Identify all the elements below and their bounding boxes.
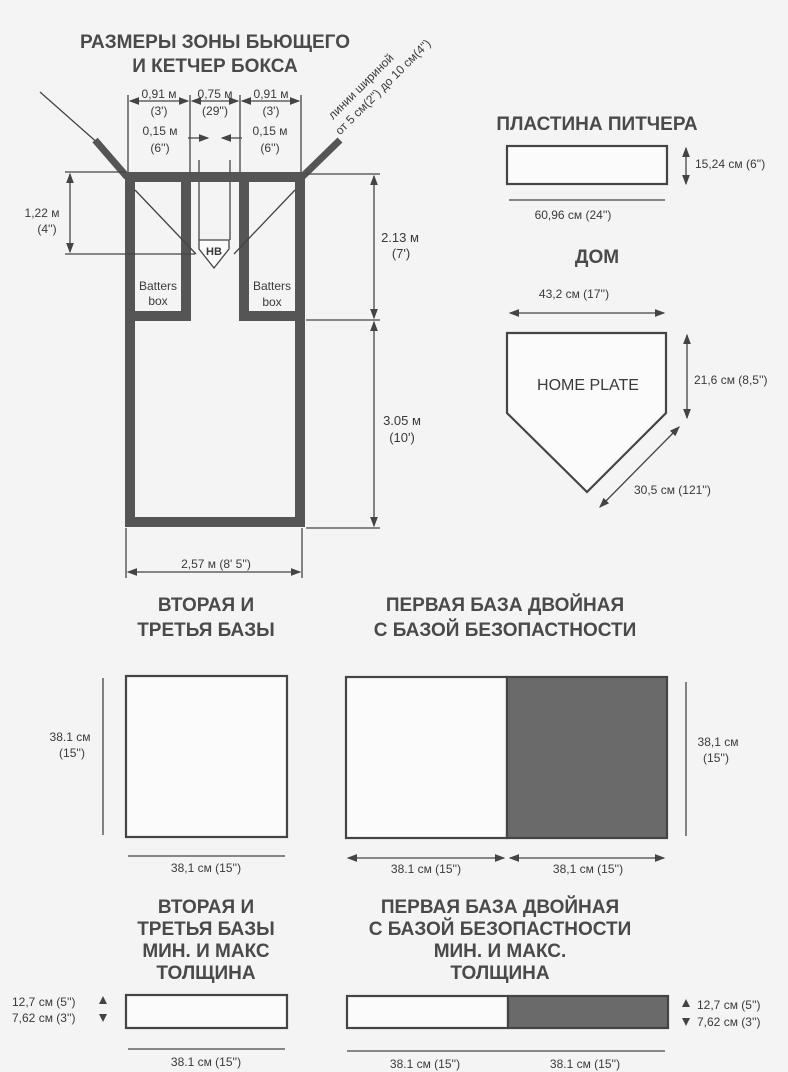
dim-label: 0,91 м — [142, 87, 177, 101]
catcher-box-outline — [125, 172, 305, 527]
dim-label: (4'') — [37, 222, 56, 236]
arrow-up-icon — [682, 999, 690, 1007]
foul-line-left-thick — [92, 137, 130, 180]
section-title: ПЕРВАЯ БАЗА ДВОЙНАЯ — [381, 896, 619, 918]
dim-label: 7,62 см (3'') — [697, 1015, 761, 1029]
home-plate-label: HOME PLATE — [537, 377, 639, 394]
dim-label: (3') — [151, 104, 168, 118]
dim-label: 38.1 см (15'') — [391, 862, 461, 876]
home-base-shape — [198, 239, 230, 270]
batter-catcher-box-section: РАЗМЕРЫ ЗОНЫ БЬЮЩЕГО И КЕТЧЕР БОКСА 0,91… — [25, 32, 434, 578]
dim-label: 60,96 см (24'') — [535, 208, 612, 222]
dim-label: 38.1 см — [50, 730, 91, 744]
batters-box-label: Batters — [139, 279, 177, 293]
section-title: ДОМ — [575, 247, 619, 268]
section-title: ТРЕТЬЯ БАЗЫ — [137, 919, 275, 940]
dim-label: 7,62 см (3'') — [12, 1011, 76, 1025]
batters-box-label: Batters — [253, 279, 291, 293]
dim-label: 3.05 м — [383, 413, 421, 428]
pitcher-plate-section: ПЛАСТИНА ПИТЧЕРА 15,24 см (6'') 60,96 см… — [496, 114, 765, 222]
first-base-thickness-section: ПЕРВАЯ БАЗА ДВОЙНАЯ С БАЗОЙ БЕЗОПАСТНОСТ… — [345, 896, 761, 1071]
dim-label: 21,6 см (8,5'') — [694, 373, 768, 387]
arrow-down-icon — [99, 1014, 107, 1022]
dim-label: 12,7 см (5'') — [697, 998, 761, 1012]
arrow-down-icon — [682, 1018, 690, 1026]
dim-label: 38,1 см (15'') — [553, 862, 623, 876]
dim-label: 38.1 см (15'') — [171, 1055, 241, 1069]
first-base-white — [344, 675, 509, 840]
home-plate-section: ДОМ 43,2 см (17'') HOME PLATE 21,6 см (8… — [505, 247, 768, 508]
dim-label: 2,57 м (8' 5'') — [181, 557, 251, 571]
first-base-thickness-white — [345, 994, 510, 1030]
dim-label: 2.13 м — [381, 230, 419, 245]
second-third-base-shape — [124, 674, 289, 839]
second-third-bases-section: ВТОРАЯ И ТРЕТЬЯ БАЗЫ 38.1 см (15'') 38,1… — [50, 595, 289, 875]
section-title: ТОЛЩИНА — [156, 963, 256, 984]
dim-label: (29'') — [202, 104, 228, 118]
dim-label: 38,1 см — [698, 735, 739, 749]
foul-line-right-thick — [299, 137, 343, 180]
dim-label: (7') — [392, 246, 410, 261]
batters-box-right — [239, 172, 300, 321]
first-base-safety — [505, 675, 669, 840]
foul-line-left — [39, 91, 101, 146]
batters-box-label: box — [148, 294, 167, 308]
section-title: МИН. И МАКС — [142, 941, 270, 962]
home-base-label: HB — [206, 246, 222, 258]
arrow-up-icon — [99, 996, 107, 1004]
section-title: И КЕТЧЕР БОКСА — [132, 56, 298, 77]
section-title: С БАЗОЙ БЕЗОПАСТНОСТИ — [374, 619, 637, 641]
dim-label: (15'') — [59, 746, 85, 760]
dim-label: 0,75 м — [198, 87, 233, 101]
dim-label: 0,15 м — [253, 124, 288, 138]
pitcher-plate-shape — [505, 144, 669, 186]
second-third-thickness-shape — [124, 993, 289, 1030]
section-title: ТРЕТЬЯ БАЗЫ — [137, 620, 275, 641]
batters-box-left — [130, 172, 191, 321]
dim-label: (3') — [263, 104, 280, 118]
dim-label: 38,1 см (15'') — [171, 861, 241, 875]
dim-label: 30,5 см (121'') — [634, 483, 711, 497]
batters-box-label: box — [262, 295, 281, 309]
section-title: РАЗМЕРЫ ЗОНЫ БЬЮЩЕГО — [80, 32, 350, 53]
dim-label: (6'') — [260, 141, 279, 155]
dim-label: 38.1 см (15'') — [550, 1057, 620, 1071]
dim-label: 15,24 см (6'') — [695, 157, 765, 171]
dim-label: 43,2 см (17'') — [539, 287, 609, 301]
dim-label: (6'') — [150, 141, 169, 155]
section-title: МИН. И МАКС. — [434, 941, 567, 962]
section-title: ПЕРВАЯ БАЗА ДВОЙНАЯ — [386, 594, 624, 616]
section-title: ПЛАСТИНА ПИТЧЕРА — [496, 114, 697, 135]
second-third-thickness-section: ВТОРАЯ И ТРЕТЬЯ БАЗЫ МИН. И МАКС ТОЛЩИНА… — [12, 897, 289, 1069]
dim-label: 0,15 м — [143, 124, 178, 138]
dim-label: 38.1 см (15'') — [390, 1057, 460, 1071]
dim-label: (15'') — [703, 751, 729, 765]
section-title: ВТОРАЯ И — [158, 897, 254, 918]
dim-label: 12,7 см (5'') — [12, 995, 76, 1009]
section-title: С БАЗОЙ БЕЗОПАСТНОСТИ — [369, 918, 632, 940]
first-base-double-section: ПЕРВАЯ БАЗА ДВОЙНАЯ С БАЗОЙ БЕЗОПАСТНОСТ… — [344, 594, 739, 876]
home-plate-shape — [505, 331, 668, 494]
dim-label: (10') — [389, 430, 415, 445]
section-title: ВТОРАЯ И — [158, 595, 254, 616]
dim-label: 0,91 м — [254, 87, 289, 101]
dim-label: 1,22 м — [25, 206, 60, 220]
first-base-thickness-safety — [506, 994, 670, 1030]
section-title: ТОЛЩИНА — [450, 963, 550, 984]
